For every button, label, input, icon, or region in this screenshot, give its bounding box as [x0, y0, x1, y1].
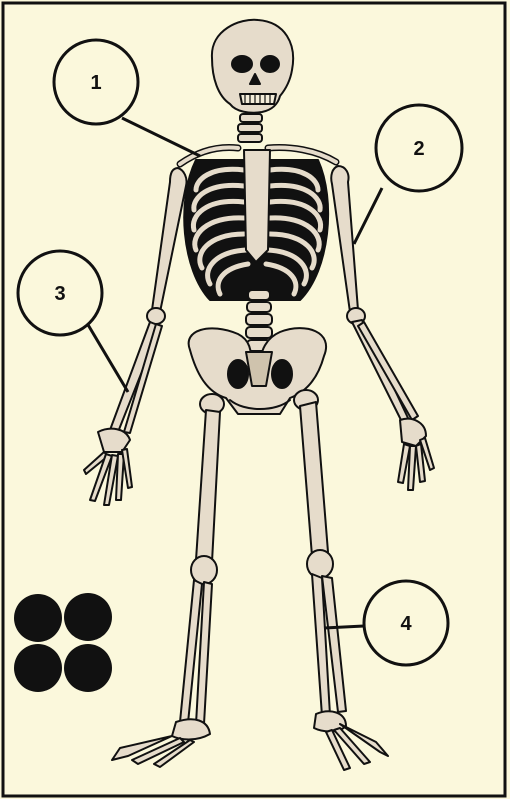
leader-4: [324, 626, 364, 628]
sternum: [244, 150, 270, 262]
callout-4: 4: [364, 581, 448, 665]
rib-cage: [184, 150, 328, 300]
callout-1: 1: [54, 40, 138, 124]
callout-3: 3: [18, 251, 102, 335]
dot-bottom-right: [64, 644, 112, 692]
dot-bottom-left: [14, 644, 62, 692]
callout-2: 2: [376, 105, 462, 191]
callout-3-label: 3: [54, 283, 65, 305]
dot-top-right: [64, 593, 112, 641]
callout-4-label: 4: [400, 613, 412, 635]
cervical-spine: [238, 114, 262, 142]
dot-top-left: [14, 594, 62, 642]
callout-1-label: 1: [90, 72, 101, 94]
callout-2-label: 2: [413, 138, 424, 160]
